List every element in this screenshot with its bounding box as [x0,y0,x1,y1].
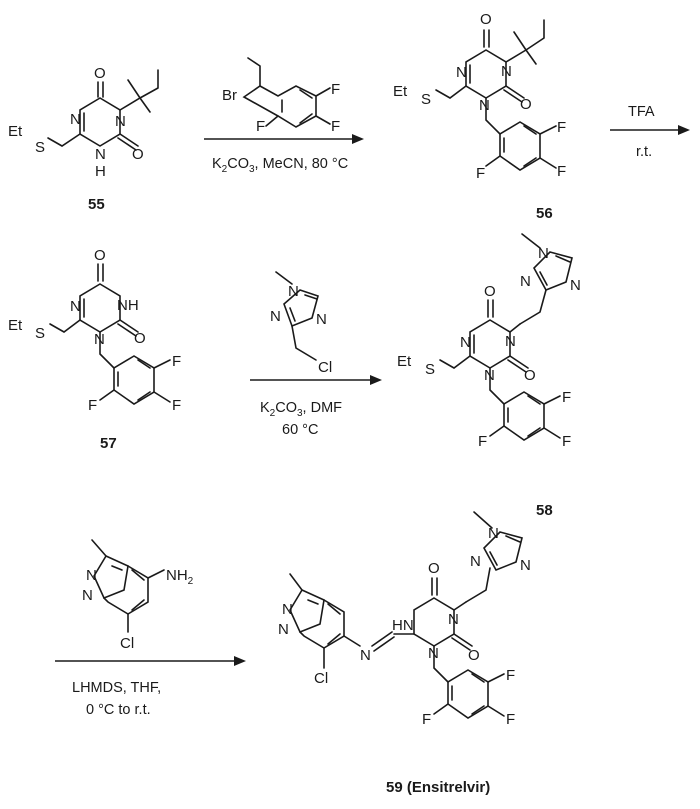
atom-o: O [94,65,106,82]
atom-f: F [422,711,431,728]
conditions-step-1: K2CO3, MeCN, 80 °C [212,156,348,175]
atom-n: N [282,601,293,618]
atom-n: N [270,308,281,325]
atom-f: F [506,667,515,684]
compound-label-58: 58 [536,502,553,519]
reaction-arrow-3 [250,375,382,385]
atom-o: O [134,330,146,347]
atom-f: F [562,433,571,450]
reaction-arrow-4 [55,656,246,666]
atom-o: O [524,367,536,384]
atom-o: O [132,146,144,163]
atom-et: Et [393,83,408,100]
atom-f: F [256,118,265,135]
atom-n: N [520,273,531,290]
atom-n: N [505,333,516,350]
compound-55: O N N O N H S Et 55 [8,65,159,213]
conditions-step-4-temp: 0 °C to r.t. [86,702,151,718]
atom-s: S [35,139,45,156]
atom-f: F [331,81,340,98]
atom-n: N [70,298,81,315]
conditions-step-2-temp: r.t. [636,144,652,160]
atom-n: N [115,113,126,130]
compound-56: O N N O N S Et F F F 56 [393,11,566,222]
atom-f: F [557,119,566,136]
atom-n: N [82,587,93,604]
atom-f: F [172,397,181,414]
atom-n: N [470,553,481,570]
atom-f: F [562,389,571,406]
atom-o: O [484,283,496,300]
atom-n: N [501,63,512,80]
atom-s: S [425,361,435,378]
atom-et: Et [397,353,412,370]
compound-label-57: 57 [100,435,117,452]
reagent-benzyl-bromide: Br F F F [222,57,340,135]
conditions-step-3: K2CO3, DMF [260,400,342,419]
atom-cl: Cl [318,359,332,376]
atom-n: N [456,64,467,81]
compound-58: N N N O N N O N S Et F F F 58 [397,233,581,519]
atom-s: S [421,91,431,108]
atom-nh2: NH2 [166,567,194,587]
atom-n: N [278,621,289,638]
atom-f: F [331,118,340,135]
atom-f: F [506,711,515,728]
atom-n: N [86,567,97,584]
reaction-arrow-2 [610,125,690,135]
atom-n: N [479,97,490,114]
atom-h: H [95,163,106,180]
atom-n: N [448,611,459,628]
atom-cl: Cl [120,635,134,652]
compound-59-ensitrelvir: N N Cl N O HN N O N N N N F F F 59 (Ensi… [278,511,531,796]
reaction-arrow-1 [204,134,364,144]
atom-o: O [94,247,106,264]
atom-n: N [484,367,495,384]
atom-n: N [95,146,106,163]
atom-n: N [94,331,105,348]
atom-n: N [538,245,549,262]
atom-br: Br [222,87,237,104]
conditions-step-4-reagents: LHMDS, THF, [72,680,161,696]
atom-f: F [476,165,485,182]
atom-et: Et [8,123,23,140]
atom-o: O [480,11,492,28]
atom-f: F [172,353,181,370]
conditions-step-2-reagent: TFA [628,104,655,120]
atom-hn: HN [392,617,414,634]
atom-n: N [70,111,81,128]
conditions-step-3-temp: 60 °C [282,422,318,438]
atom-o: O [520,96,532,113]
atom-n: N [428,645,439,662]
atom-n: N [360,647,371,664]
atom-n: N [570,277,581,294]
compound-label-59: 59 (Ensitrelvir) [386,779,490,796]
atom-et: Et [8,317,23,334]
reagent-chloromethyl-triazole: N N N Cl [270,271,332,376]
atom-n: N [460,334,471,351]
atom-n: N [520,557,531,574]
atom-n: N [288,283,299,300]
reagent-aminoindazole: N N NH2 Cl [82,539,194,652]
atom-cl: Cl [314,670,328,687]
compound-57: O N NH O N S Et F F F 57 [8,247,181,452]
atom-o: O [468,647,480,664]
atom-n: N [316,311,327,328]
compound-label-55: 55 [88,196,105,213]
compound-label-56: 56 [536,205,553,222]
atom-f: F [478,433,487,450]
atom-nh: NH [117,297,139,314]
atom-n: N [488,525,499,542]
atom-f: F [88,397,97,414]
atom-f: F [557,163,566,180]
atom-o: O [428,560,440,577]
atom-s: S [35,325,45,342]
